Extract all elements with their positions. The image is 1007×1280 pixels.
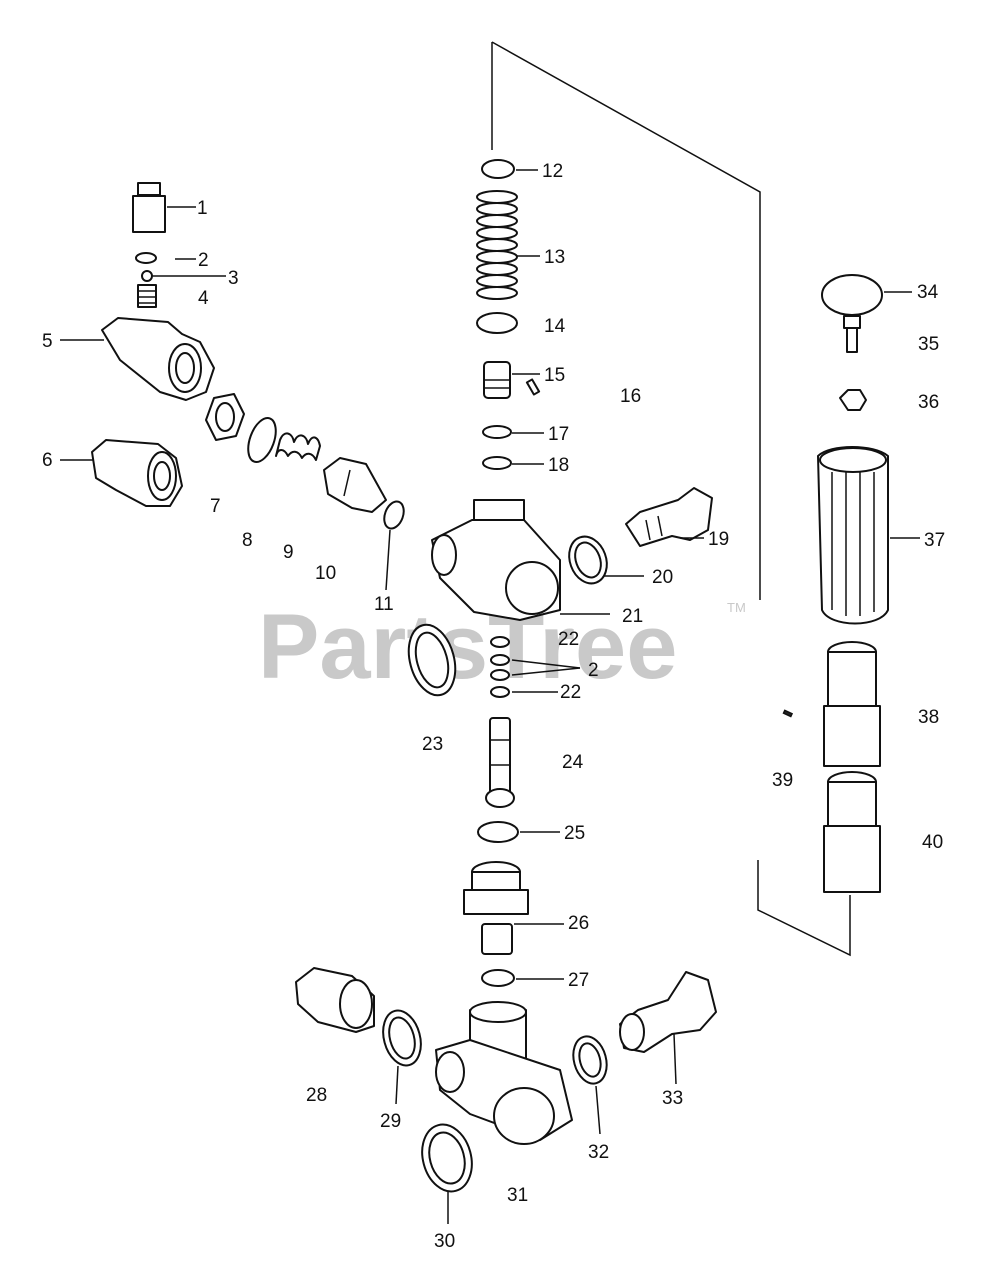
callout-31: 31 [507,1185,528,1206]
part-31-manifold-block [435,1001,573,1145]
callout-19: 19 [708,529,729,550]
callout-22-lower: 22 [560,682,581,703]
callout-9: 9 [283,542,294,563]
part-39-pin [782,709,794,718]
callout-1: 1 [197,198,208,219]
callout-21: 21 [622,606,643,627]
part-7-nut [205,393,245,441]
part-16-pin [525,378,541,396]
callout-37: 37 [924,530,945,551]
callout-15: 15 [544,365,565,386]
callout-29: 29 [380,1111,401,1132]
callout-8: 8 [242,530,253,551]
callout-labels: 1 2 3 4 5 6 7 8 9 10 11 12 13 14 15 16 1… [42,161,945,1252]
callout-14: 14 [544,316,566,337]
part-38-adapter [823,641,881,767]
part-33-fitting [619,971,717,1085]
callout-11: 11 [374,594,394,615]
callout-6: 6 [42,450,53,471]
callout-34: 34 [917,282,939,303]
assembly-frame-lines [491,41,851,957]
part-19-fitting [625,487,713,547]
part-40-fitting [823,771,881,893]
callout-5: 5 [42,331,53,352]
callout-28: 28 [306,1085,327,1106]
callout-3: 3 [228,268,239,289]
part-26-nipple [463,861,564,955]
part-30-gasket [421,1123,473,1224]
callout-39: 39 [772,770,793,791]
part-11-o-ring [383,500,405,591]
watermark-text: PartsTree [258,596,677,698]
part-28-fitting [295,967,375,1033]
part-1-fitting [132,182,196,233]
callout-2-center: 2 [588,660,599,681]
callout-38: 38 [918,707,939,728]
callout-36: 36 [918,392,939,413]
part-27-o-ring [481,969,564,987]
part-10-piston [323,457,387,513]
callout-32: 32 [588,1142,609,1163]
part-36-nut [839,389,867,411]
callout-4: 4 [198,288,209,309]
part-24-plunger [485,717,515,808]
part-8-washer [247,417,277,463]
part-4-spring [137,284,157,308]
part-15-seat [483,361,540,399]
part-32-gasket [572,1035,608,1135]
callout-26: 26 [568,913,589,934]
part-34-knob-cap [821,274,912,316]
callout-13: 13 [544,247,565,268]
callout-30: 30 [434,1231,455,1252]
part-18-o-ring [482,456,544,470]
part-22-ring-lower [490,686,558,698]
part-6-connector [60,439,183,507]
callout-7: 7 [210,496,221,517]
callout-33: 33 [662,1088,683,1109]
part-25-o-ring [477,821,560,843]
callout-40: 40 [922,832,943,853]
part-22-ring-upper [490,636,510,648]
callout-23: 23 [422,734,443,755]
part-35-screw [843,315,861,353]
part-13-spring-stack [476,190,540,300]
part-2-o-ring [135,252,196,264]
part-3-ball [141,270,226,282]
part-23-gasket [407,623,457,697]
part-14-washer [476,312,518,334]
part-37-knob [817,446,920,625]
callout-12: 12 [542,161,563,182]
callout-16: 16 [620,386,641,407]
part-21-manifold-block [431,499,610,621]
callout-17: 17 [548,424,569,445]
callout-10: 10 [315,563,336,584]
callout-20: 20 [652,567,673,588]
callout-35: 35 [918,334,939,355]
part-9-spring [275,432,321,461]
part-12-cap [481,159,538,179]
part-29-gasket [382,1009,422,1105]
callout-18: 18 [548,455,569,476]
watermark: PartsTree TM [258,596,746,698]
callout-25: 25 [564,823,585,844]
part-20-gasket [568,535,644,585]
callout-22-upper: 22 [558,629,579,650]
callout-24: 24 [562,752,584,773]
part-2b-o-rings [490,654,581,681]
part-17-o-ring [482,425,544,439]
callout-27: 27 [568,970,589,991]
callout-2: 2 [198,250,209,271]
watermark-trademark: TM [727,600,746,615]
part-5-valve-body [60,317,215,401]
